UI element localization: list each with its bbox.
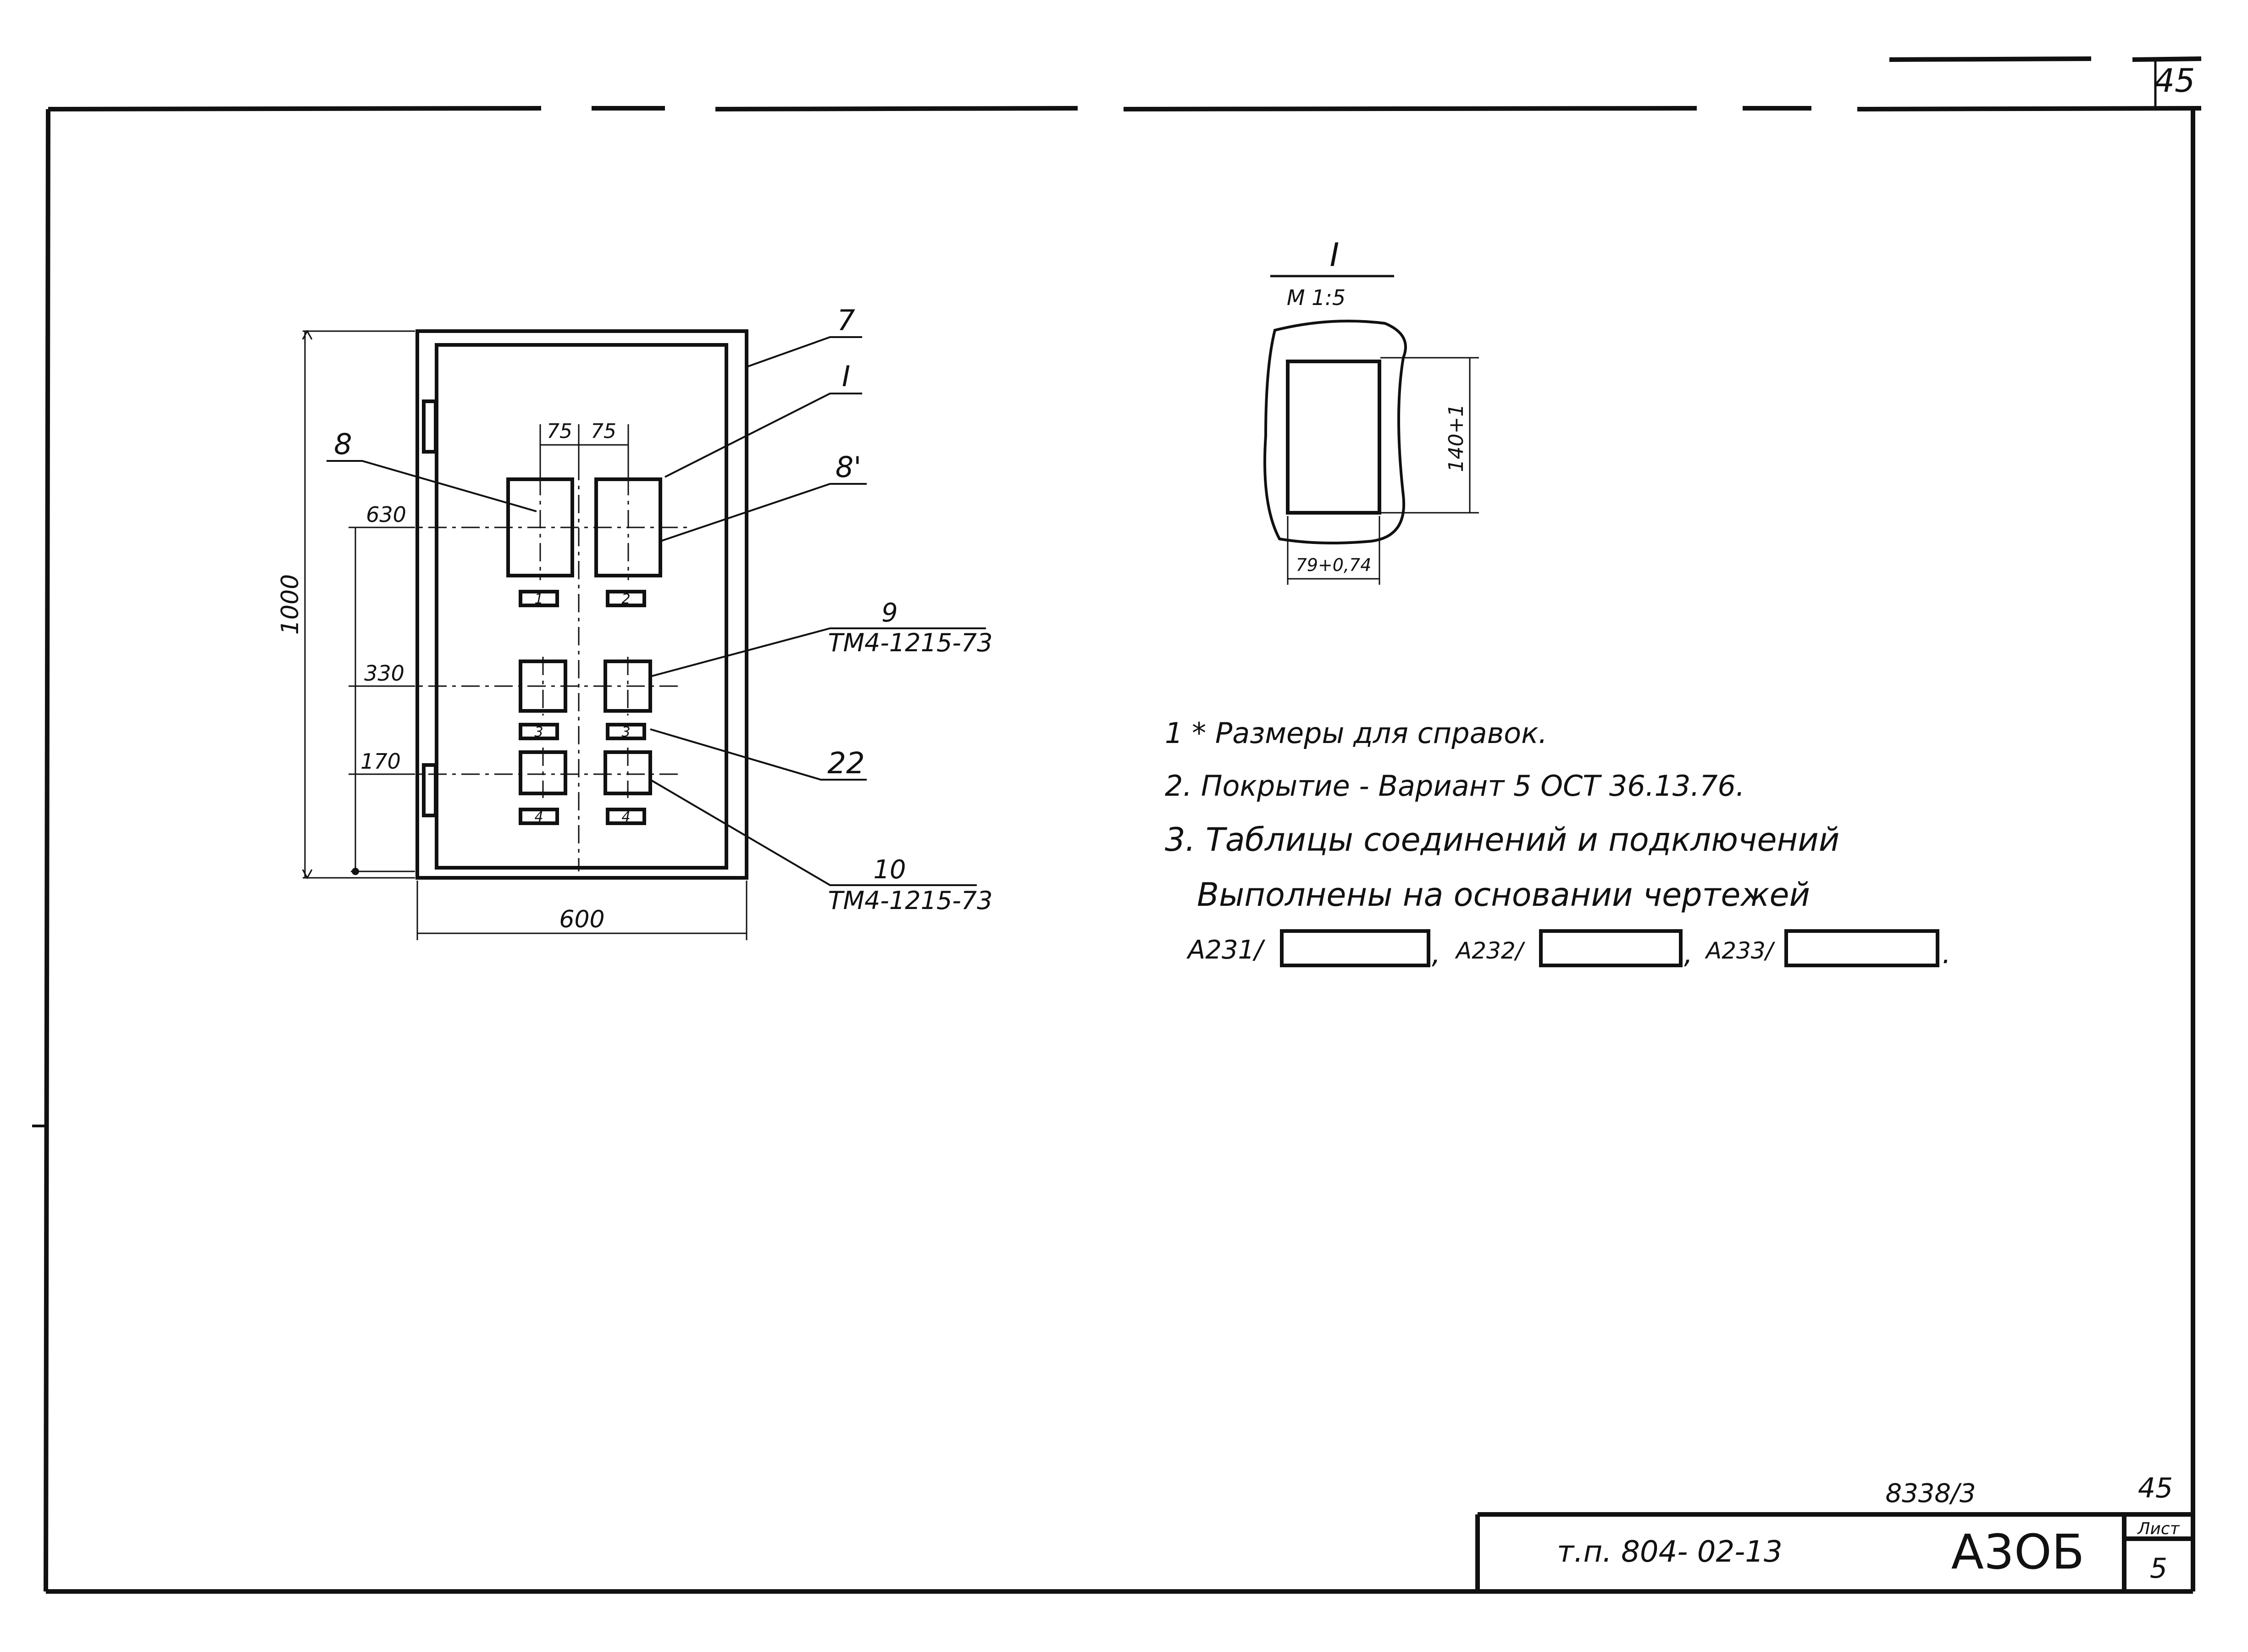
- nameplate-label-5: 4: [534, 809, 543, 825]
- reference-box-1: [1280, 929, 1430, 967]
- detail-I: I М 1:5 140+1 79+0,74: [1263, 236, 1479, 585]
- reference-1: А231/: [1186, 935, 1265, 965]
- cabinet-dimensions: 1000 600 630 330 170 75 75: [277, 329, 747, 940]
- nameplate-label-4: 3: [621, 724, 630, 740]
- callout-8: 8: [334, 427, 352, 461]
- note-3: 3. Таблицы соединений и подключений: [1165, 821, 1839, 859]
- callout-I: I: [842, 360, 850, 393]
- cabinet-door: [435, 343, 728, 870]
- dim-height: 1000: [277, 574, 304, 635]
- callout-22: 22: [827, 747, 864, 781]
- dim-width: 600: [559, 906, 604, 933]
- dim-630: 630: [366, 502, 406, 527]
- sheet-label-top: 45: [2138, 1472, 2173, 1504]
- hinge-top: [422, 399, 437, 454]
- note-2: 2. Покрытие - Вариант 5 ОСТ 36.13.76.: [1165, 769, 1745, 803]
- dim-170: 170: [360, 749, 401, 774]
- note-4: Выполнены на основании чертежей: [1197, 876, 1810, 914]
- svg-text:.: .: [1942, 938, 1951, 970]
- callouts: 7 I 8 8' 9 ТМ4-1215-73 22 10 ТМ4-1215-73: [327, 304, 993, 915]
- detail-width-dim: 79+0,74: [1296, 555, 1372, 575]
- callout-7: 7: [837, 304, 855, 337]
- notes: 1 * Размеры для справок. 2. Покрытие - В…: [1165, 716, 1951, 970]
- sheet-number: 5: [2150, 1552, 2167, 1585]
- cabinet-outline: [415, 329, 748, 880]
- reference-box-2: [1539, 929, 1683, 967]
- dim-75-right: 75: [591, 420, 616, 443]
- corner-number: 45: [2154, 62, 2195, 100]
- reference-2: А232/: [1455, 937, 1526, 964]
- nameplate-1: [519, 590, 559, 607]
- nameplate-5: [519, 808, 559, 825]
- stamp-code: 8338/3: [1885, 1479, 1976, 1508]
- nameplate-3: [519, 723, 559, 740]
- detail-height-dim: 140+1: [1445, 404, 1468, 472]
- nameplate-6: [606, 808, 646, 825]
- detail-scale: М 1:5: [1287, 285, 1345, 310]
- detail-cutout: [1286, 360, 1381, 515]
- svg-text:,: ,: [1432, 938, 1440, 970]
- cabinet-front-view: 1 2 3 3 4 4: [362, 329, 748, 880]
- svg-text:,: ,: [1684, 938, 1693, 970]
- nameplate-label-1: 1: [534, 591, 543, 607]
- detail-title: I: [1330, 236, 1340, 274]
- note-1: 1 * Размеры для справок.: [1165, 716, 1547, 750]
- hinge-bottom: [422, 763, 437, 817]
- callout-8-prime: 8': [836, 450, 862, 484]
- title-block: 8338/3 45 т.п. 804- 02-13 А3ОБ Лист 5: [1475, 1472, 2193, 1591]
- nameplate-4: [606, 723, 646, 740]
- callout-9: 9: [881, 598, 898, 628]
- dim-75-left: 75: [547, 420, 572, 443]
- nameplate-2: [606, 590, 646, 607]
- nameplate-label-6: 4: [621, 809, 630, 825]
- nameplate-label-3: 3: [534, 724, 543, 740]
- callout-9-ref: ТМ4-1215-73: [828, 628, 992, 657]
- sheet-frame: [32, 56, 2202, 1594]
- nameplate-label-2: 2: [621, 591, 630, 607]
- project-number: т.п. 804- 02-13: [1557, 1535, 1783, 1569]
- callout-10: 10: [873, 855, 906, 885]
- reference-box-3: [1784, 929, 1939, 967]
- sheet-word: Лист: [2137, 1519, 2180, 1538]
- callout-10-ref: ТМ4-1215-73: [828, 886, 992, 915]
- dim-330: 330: [364, 661, 404, 686]
- reference-3: А233/: [1705, 937, 1776, 964]
- drawing-code: А3ОБ: [1951, 1524, 2085, 1580]
